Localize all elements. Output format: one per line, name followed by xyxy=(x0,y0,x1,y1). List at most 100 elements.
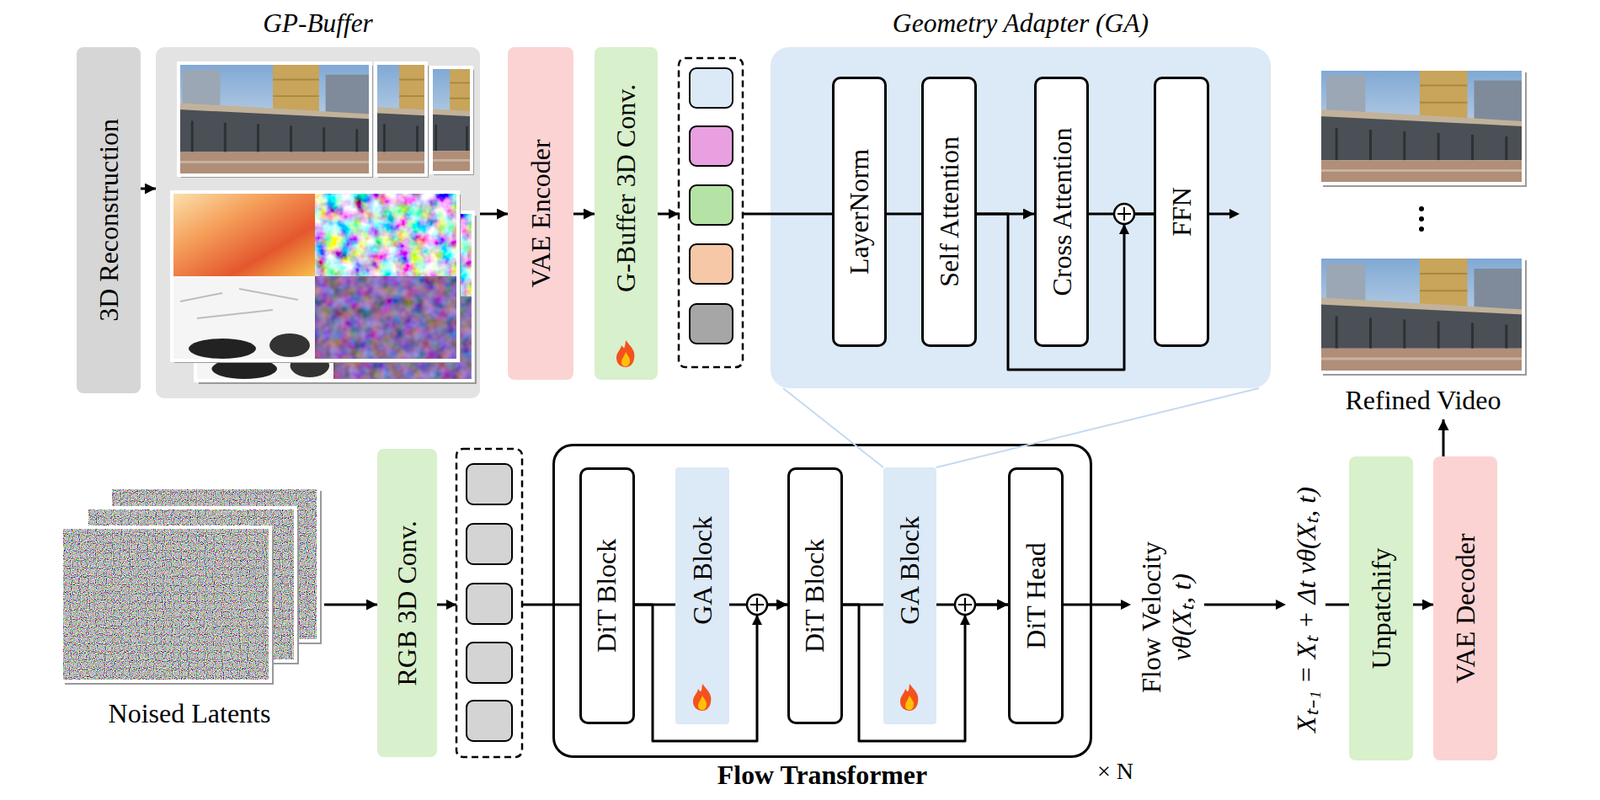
connector xyxy=(480,213,508,216)
flow-arrows xyxy=(1120,599,1131,610)
box-label: GA Block xyxy=(894,516,926,625)
connector xyxy=(886,213,922,216)
block-box: DiT Head xyxy=(1008,467,1064,725)
gp-buffer-images xyxy=(431,67,472,173)
connector xyxy=(573,213,595,216)
connector xyxy=(634,604,788,742)
conv-box: G-Buffer 3D Conv. xyxy=(594,47,658,380)
flow-arrows xyxy=(1325,603,1350,607)
group-heading: Flow Transformer xyxy=(554,760,1090,792)
refined-video-frames xyxy=(1418,206,1424,212)
equation: Xₜ₋₁ = Xₜ + Δt vθ(Xₜ, t) xyxy=(1290,486,1323,733)
connector xyxy=(1442,419,1446,457)
token-stack xyxy=(689,68,733,108)
flow-arrows xyxy=(1229,208,1240,219)
gp-buffer-images xyxy=(433,69,475,176)
group-box: Flow TransformerDiT BlockGA BlockDiT Blo… xyxy=(552,443,1093,758)
box-label: 3D Reconstruction xyxy=(93,118,125,322)
connector xyxy=(842,603,884,607)
gp-buffer-images xyxy=(181,65,374,178)
conv-box: Unpatchify xyxy=(1349,456,1414,761)
noise-frames xyxy=(110,487,319,641)
refined-video-frames xyxy=(1322,72,1527,187)
token-stack xyxy=(466,523,512,565)
layer-box: Self Attention xyxy=(921,76,977,347)
box-label: Self Attention xyxy=(933,136,966,288)
noise-frames xyxy=(61,487,322,685)
flame-icon xyxy=(900,683,918,711)
sum-node xyxy=(1114,203,1135,224)
zoom-lines xyxy=(783,388,1259,468)
box-label: VAE Decoder xyxy=(1450,533,1482,683)
token-stack xyxy=(678,58,743,368)
layer-box: FFN xyxy=(1153,76,1210,347)
gp-buffer-images xyxy=(198,215,477,384)
gp-buffer-images xyxy=(378,65,429,178)
decoder-box: VAE Decoder xyxy=(1433,456,1498,761)
token-stack xyxy=(466,464,512,505)
token-stack xyxy=(689,185,733,225)
noise-frames xyxy=(90,511,299,665)
refined-video-frames xyxy=(1418,216,1424,222)
refined-video-frames xyxy=(1319,68,1524,184)
refined-video-frames xyxy=(1319,69,1524,184)
noise-frames xyxy=(113,490,322,645)
image-caption: Refined Video xyxy=(1345,384,1502,416)
box-label: G-Buffer 3D Conv. xyxy=(610,84,642,293)
box-label: VAE Encoder xyxy=(525,138,557,288)
flame-icon xyxy=(616,340,635,368)
refined-video-frames xyxy=(1322,260,1527,376)
flame-icon xyxy=(693,683,711,711)
flow-arrows xyxy=(1275,599,1286,610)
noise-frames xyxy=(61,527,271,682)
axis-label: Flow Velocity xyxy=(1136,541,1168,694)
conv-box: RGB 3D Conv. xyxy=(377,448,438,758)
sum-node xyxy=(958,597,972,612)
box-label: DiT Block xyxy=(800,538,832,653)
box-label: Unpatchify xyxy=(1365,548,1398,670)
adapter-box: GA Block xyxy=(883,467,937,725)
sum-node xyxy=(752,614,763,625)
noise-frames xyxy=(61,527,271,682)
group-panel: Geometry Adapter (GA)LayerNormSelf Atten… xyxy=(770,47,1271,389)
connector xyxy=(936,603,1008,607)
refined-video-frames xyxy=(1418,226,1424,232)
flow-arrows xyxy=(1209,213,1232,216)
token-stack xyxy=(466,583,512,624)
connector xyxy=(976,213,1035,216)
box-label: GA Block xyxy=(687,516,719,625)
gp-buffer-images xyxy=(178,63,371,176)
box-label: RGB 3D Conv. xyxy=(391,520,423,686)
image-caption: Noised Latents xyxy=(108,698,272,730)
token-stack xyxy=(466,642,512,683)
encoder-box: VAE Encoder xyxy=(507,47,574,380)
box-label: DiT Block xyxy=(592,538,624,653)
gp-buffer-images xyxy=(302,63,501,176)
gp-buffer-images xyxy=(171,63,544,384)
gp-buffer-images xyxy=(176,63,374,176)
token-stack xyxy=(668,58,743,368)
token-stack xyxy=(446,448,523,758)
connector xyxy=(1088,213,1154,216)
noise-frames xyxy=(86,507,296,662)
block-box: DiT Block xyxy=(787,467,843,725)
gp-buffer-images xyxy=(358,67,545,173)
connector xyxy=(729,603,788,607)
gp-buffer-images xyxy=(195,212,474,381)
connector xyxy=(437,603,580,607)
noise-frames xyxy=(86,507,296,662)
token-stack xyxy=(456,448,523,758)
flow-arrows xyxy=(1063,603,1123,607)
adapter-box: GA Block xyxy=(675,467,730,725)
flame-icon xyxy=(616,340,918,711)
sum-node xyxy=(960,614,971,625)
connector xyxy=(657,213,832,216)
group-heading: GP-Buffer xyxy=(155,8,480,39)
sum-node xyxy=(746,203,1135,625)
group-panel: GP-Buffer xyxy=(155,47,480,399)
refined-video-frames xyxy=(1319,256,1524,373)
sum-node xyxy=(746,594,768,615)
connector xyxy=(1413,603,1434,607)
flow-arrows xyxy=(1063,208,1350,610)
